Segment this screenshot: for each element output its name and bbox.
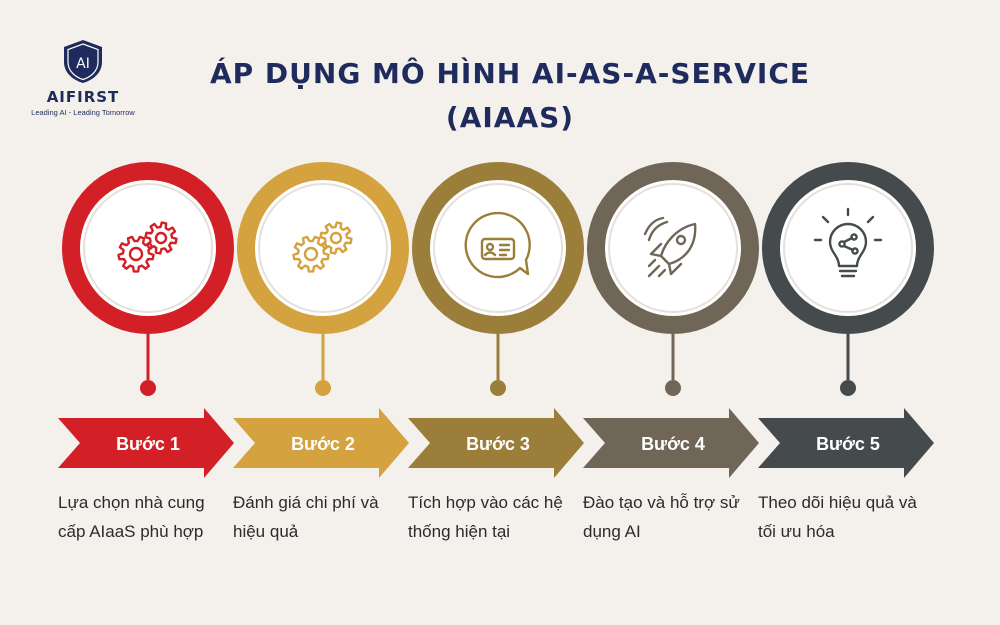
step-4: Bước 4 bbox=[583, 162, 759, 478]
id-card-chat-icon bbox=[464, 211, 531, 279]
brand-logo: AI AIFIRST Leading AI - Leading Tomorrow bbox=[28, 38, 138, 117]
step-dot bbox=[490, 380, 506, 396]
step-2: Bước 2 bbox=[233, 162, 409, 478]
step-description: Theo dõi hiệu quả và tối ưu hóa bbox=[758, 493, 917, 541]
step-inner-outline bbox=[783, 183, 913, 313]
step-label: Bước 1 bbox=[116, 434, 180, 454]
step-label: Bước 4 bbox=[641, 434, 705, 454]
logo-mark: AI bbox=[76, 56, 90, 72]
step-arrow bbox=[58, 408, 234, 478]
gears-icon bbox=[292, 221, 353, 273]
step-dot bbox=[140, 380, 156, 396]
brand-tagline: Leading AI - Leading Tomorrow bbox=[31, 108, 135, 117]
brand-name: AIFIRST bbox=[46, 88, 120, 106]
step-arrow bbox=[408, 408, 584, 478]
step-label: Bước 3 bbox=[466, 434, 530, 454]
gears-icon bbox=[117, 221, 178, 273]
step-inner-disc bbox=[430, 180, 566, 316]
step-dot bbox=[315, 380, 331, 396]
step-dot bbox=[665, 380, 681, 396]
step-label: Bước 2 bbox=[291, 434, 355, 454]
title-line-2: (AIAAS) bbox=[445, 101, 575, 134]
step-description: Đánh giá chi phí và hiệu quả bbox=[233, 493, 379, 541]
step-inner-outline bbox=[433, 183, 563, 313]
step-description: Lựa chọn nhà cung cấp AIaaS phù hợp bbox=[58, 493, 205, 541]
shield-logo-icon: AI bbox=[64, 40, 102, 83]
page-title: ÁP DỤNG MÔ HÌNH AI-AS-A-SERVICE (AIAAS) bbox=[180, 52, 840, 140]
step-5: Bước 5 bbox=[758, 162, 934, 478]
step-inner-disc bbox=[605, 180, 741, 316]
step-inner-outline bbox=[83, 183, 213, 313]
step-inner-outline bbox=[258, 183, 388, 313]
step-arrow bbox=[758, 408, 934, 478]
step-arrow bbox=[583, 408, 759, 478]
step-3: Bước 3 bbox=[408, 162, 584, 478]
step-dot bbox=[840, 380, 856, 396]
rocket-icon bbox=[643, 216, 697, 278]
title-line-1: ÁP DỤNG MÔ HÌNH AI-AS-A-SERVICE bbox=[209, 57, 811, 90]
step-arrow bbox=[233, 408, 409, 478]
step-1: Bước 1 bbox=[58, 162, 234, 478]
step-label: Bước 5 bbox=[816, 434, 880, 454]
step-description: Đào tạo và hỗ trợ sử dụng AI bbox=[583, 493, 740, 541]
step-description: Tích hợp vào các hệ thống hiện tại bbox=[408, 493, 563, 541]
lightbulb-icon bbox=[813, 207, 883, 278]
step-inner-outline bbox=[608, 183, 738, 313]
